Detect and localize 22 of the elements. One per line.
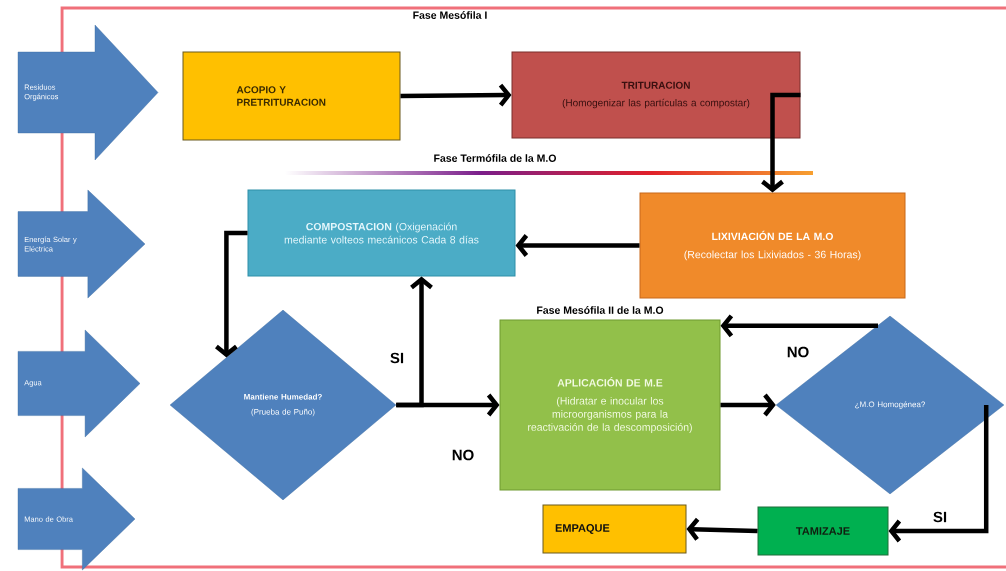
process-box: TAMIZAJE [757, 506, 889, 556]
phase-label: Fase Mesófila I [413, 11, 487, 19]
arrow [888, 405, 989, 543]
arrow [515, 234, 640, 257]
arrow [720, 314, 878, 338]
phase-label: Fase Termófila de la M.O [434, 154, 556, 162]
phase-label: Fase Mesófila II de la M.O [537, 306, 664, 314]
arrow [215, 230, 248, 358]
edge-label: NO [452, 449, 474, 461]
edge-label: NO [787, 346, 809, 358]
arrow [400, 83, 512, 107]
process-box: ACOPIO Y PRETRITURACION [182, 51, 401, 141]
arrow [396, 393, 500, 417]
process-box: EMPAQUE [542, 504, 687, 554]
process-box: LIXIVIACIÓN DE LA M.O (Recolectar los Lixiviados - 36 Horas) [639, 192, 906, 299]
arrow [720, 393, 776, 417]
process-box: COMPOSTACION (Oxigenación mediante volteos mecánicos Cada 8 días [247, 189, 516, 277]
edge-label: SI [933, 511, 947, 523]
process-box: APLICACIÓN DE M.E (Hidratar e inocular los microorganismos para la reactivación de la descomposición) [499, 319, 721, 491]
process-box: TRITURACION (Homogenizar las partículas a compostar) [511, 51, 801, 139]
arrow [686, 517, 758, 541]
arrow [761, 92, 801, 193]
